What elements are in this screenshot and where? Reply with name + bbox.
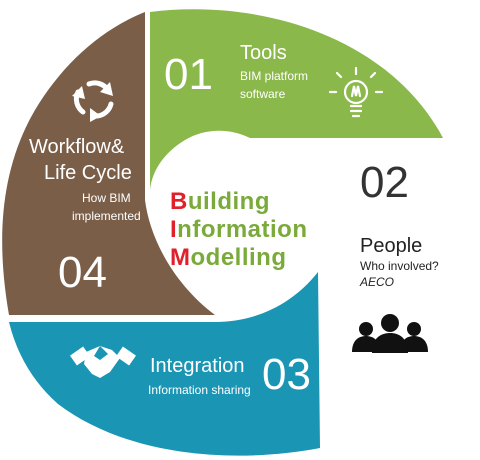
people-number: 02 (360, 158, 409, 207)
segment-workflow (2, 12, 216, 315)
tools-number: 01 (164, 50, 213, 99)
lightbulb-icon (328, 66, 384, 118)
integration-number: 03 (262, 350, 311, 399)
center-initial-b: B (170, 188, 188, 215)
people-line2: AECO (360, 275, 395, 289)
center-initial-i: I (170, 216, 178, 243)
center-rest-building: uilding (187, 188, 270, 215)
workflow-line2: implemented (72, 209, 141, 223)
integration-line1: Information sharing (148, 383, 251, 397)
workflow-line1: How BIM (82, 191, 131, 205)
center-rest-information: nformation (177, 216, 308, 243)
handshake-icon (70, 346, 136, 378)
center-line-information: Information (170, 216, 308, 244)
workflow-number: 04 (58, 248, 107, 297)
segment-integration (9, 272, 320, 456)
people-line1: Who involved? (360, 259, 439, 273)
workflow-title-line1: Workflow& (29, 136, 125, 158)
center-rest-modelling: odelling (190, 244, 287, 271)
people-group-icon (352, 314, 428, 353)
tools-line2: software (240, 87, 286, 101)
tools-line1: BIM platform (240, 69, 309, 83)
center-line-modelling: Modelling (170, 244, 287, 272)
workflow-title-line2: Life Cycle (44, 162, 132, 184)
center-line-building: Building (170, 188, 270, 216)
people-title: People (360, 235, 423, 257)
cycle-arrows-icon (72, 80, 114, 122)
integration-title: Integration (150, 355, 245, 377)
segment-tools (150, 9, 443, 190)
tools-title: Tools (240, 42, 287, 64)
center-initial-m: M (170, 244, 191, 271)
